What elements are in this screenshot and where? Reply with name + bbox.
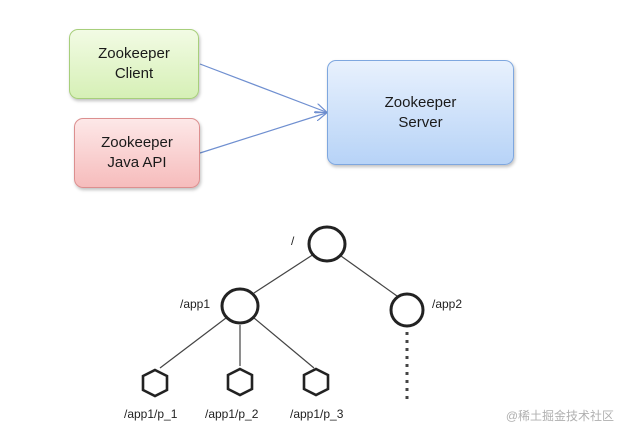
edge-root-app1: [253, 253, 315, 294]
edge-root-app2: [340, 255, 398, 297]
root-node-label: /: [291, 234, 295, 248]
root-node: [307, 225, 347, 263]
zookeeper-client-label: Zookeeper Client: [98, 45, 170, 82]
app2-node-label: /app2: [432, 297, 463, 311]
watermark-text: @稀土掘金技术社区: [505, 409, 614, 423]
app2-node: [389, 292, 425, 328]
zookeeper-server-box: Zookeeper Server: [327, 60, 514, 165]
p3-node-label: /app1/p_3: [290, 407, 344, 421]
zookeeper-java-api-box: Zookeeper Java API: [74, 118, 200, 188]
zookeeper-server-label: Zookeeper Server: [384, 93, 457, 131]
app1-node-label: /app1: [180, 297, 211, 311]
edge-app1-p1: [159, 317, 227, 369]
p3-node: [302, 367, 330, 397]
app1-node: [220, 287, 260, 325]
zookeeper-java-api-label: Zookeeper Java API: [101, 134, 173, 171]
p1-node: [141, 368, 169, 398]
p1-node-label: /app1/p_1: [124, 407, 178, 421]
p2-node: [226, 367, 254, 397]
p2-node-label: /app1/p_2: [205, 407, 259, 421]
client-to-server-arrow: [199, 63, 326, 112]
api-to-server-arrow: [199, 113, 326, 154]
edge-app1-p3: [253, 317, 315, 369]
zookeeper-client-box: Zookeeper Client: [69, 29, 199, 99]
